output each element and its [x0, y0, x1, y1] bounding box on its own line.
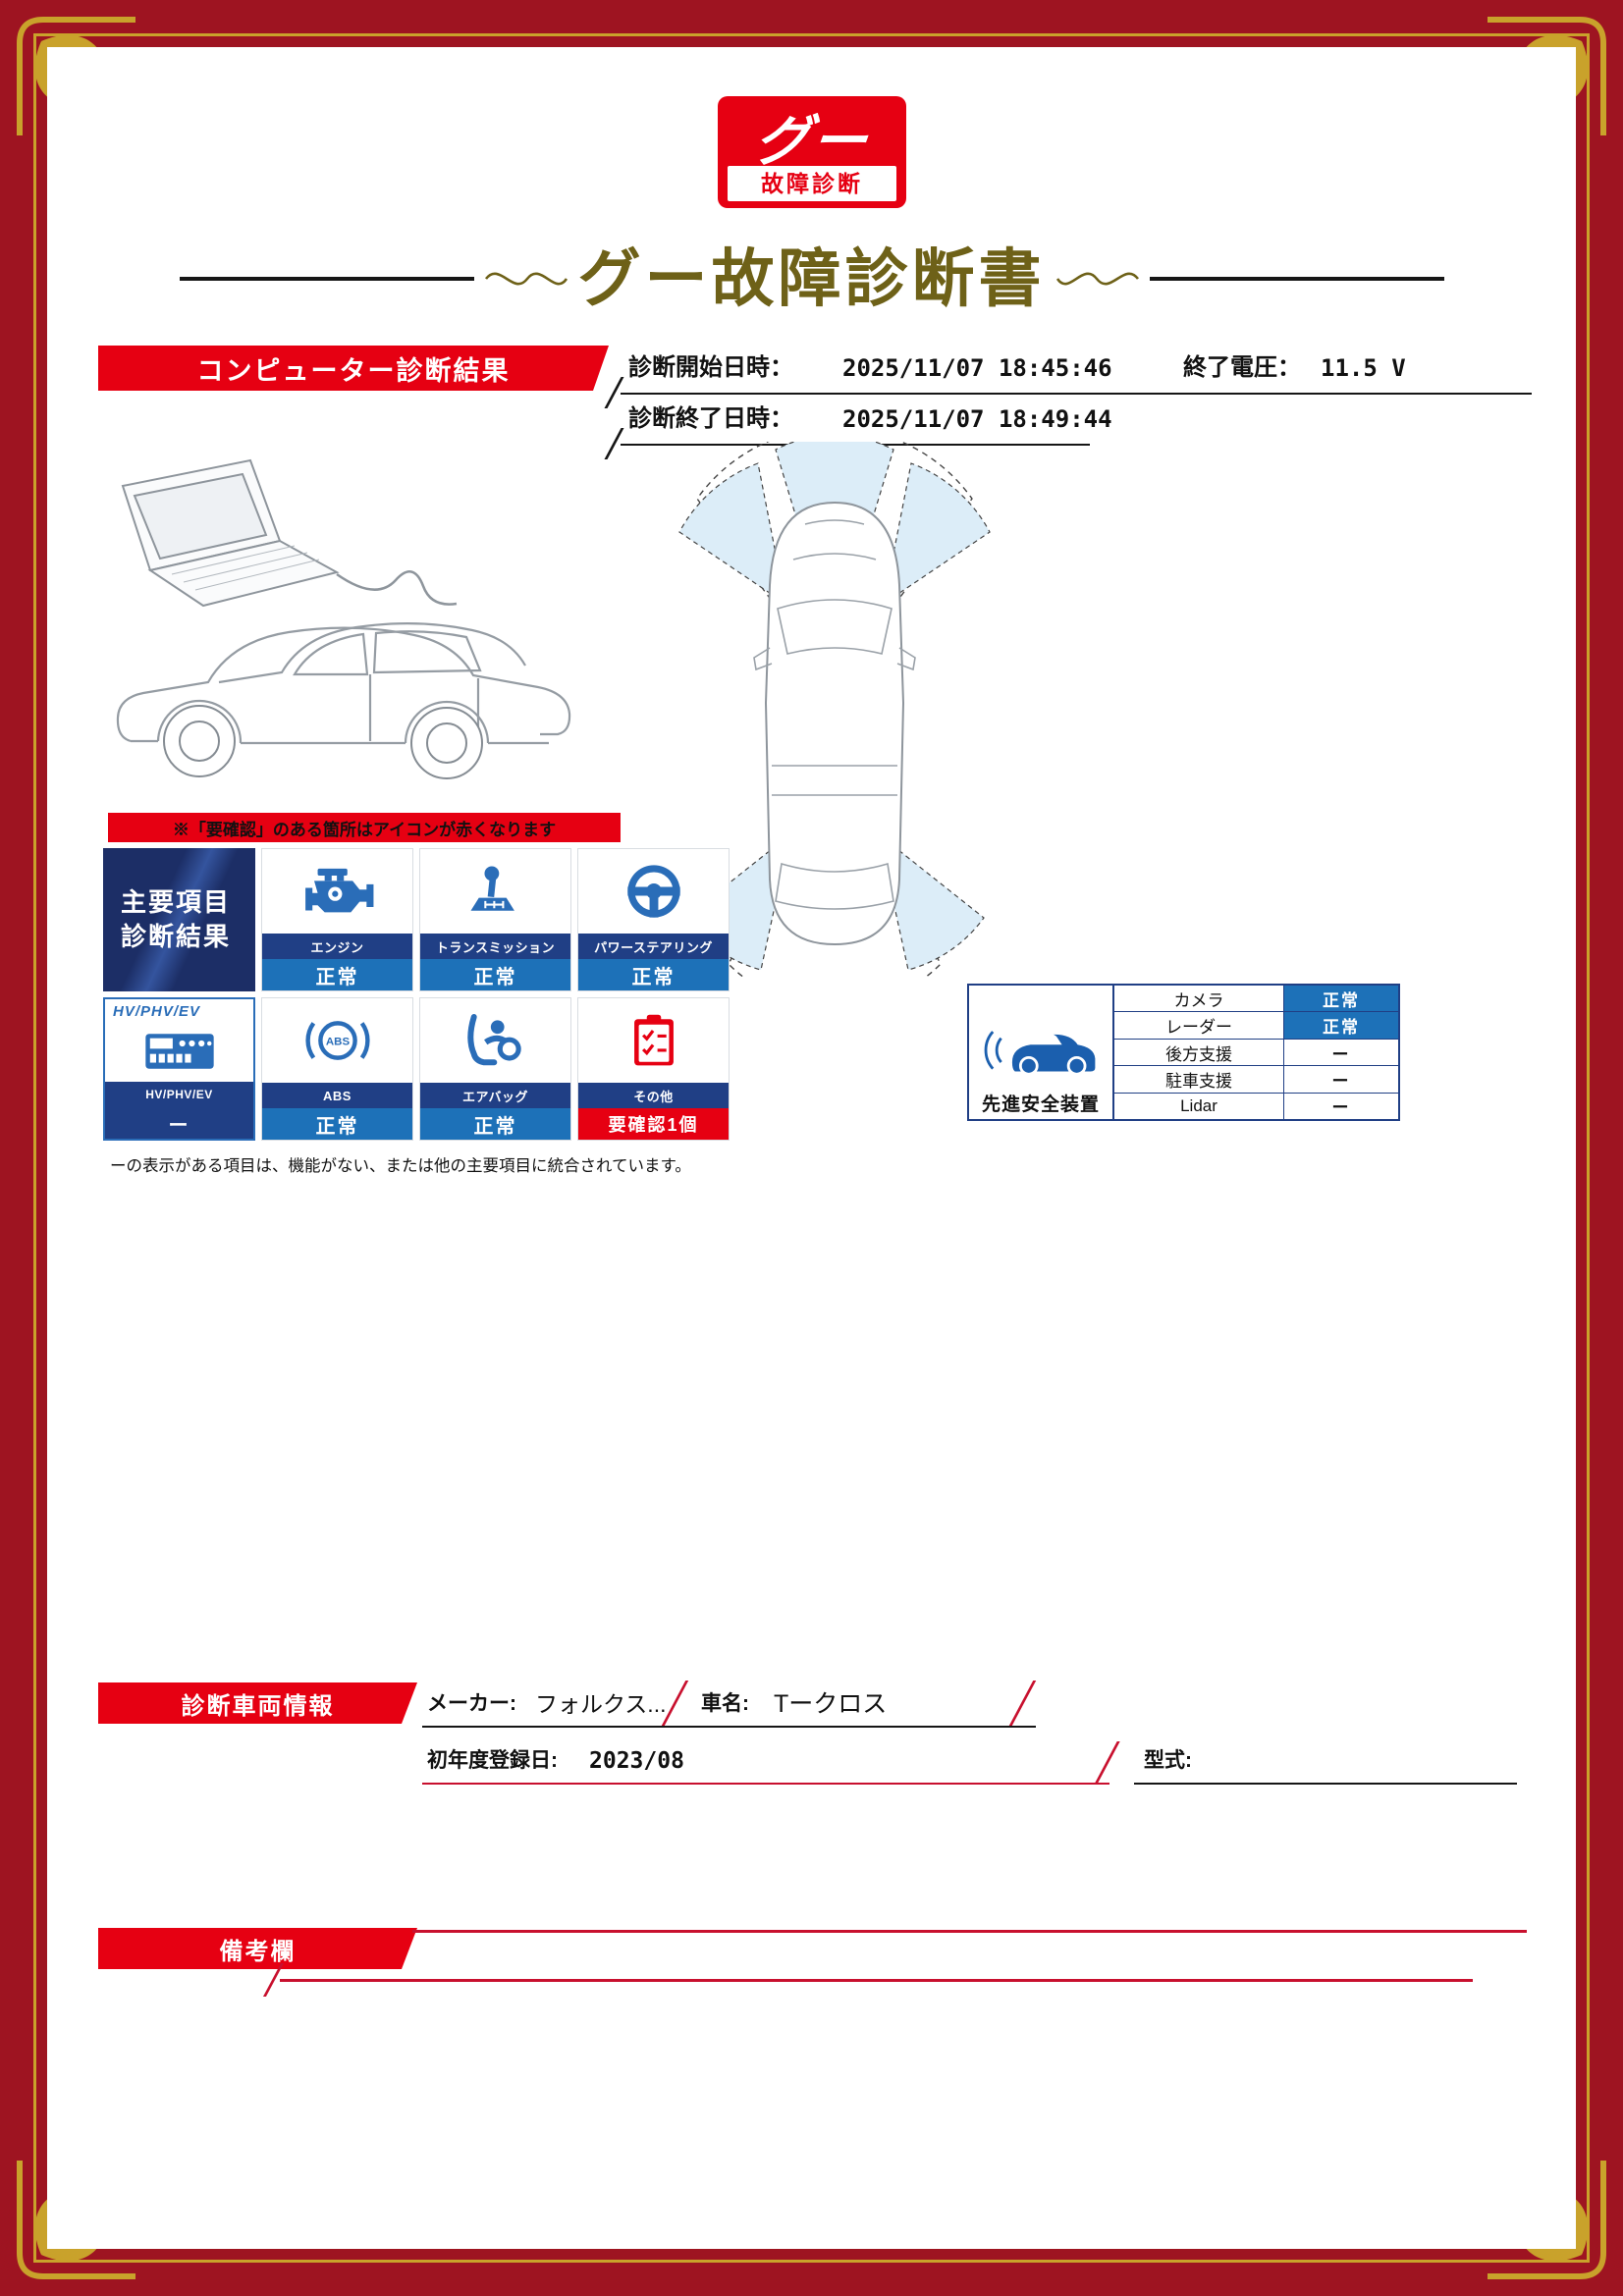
gold-frame-line [33, 33, 1590, 2263]
svg-text:ABS: ABS [325, 1036, 350, 1047]
voltage-value: 11.5 V [1321, 354, 1406, 382]
title-rule-right [1149, 277, 1444, 281]
diagnosis-item-status: 正常 [578, 959, 729, 990]
main-grid-header: 主要項目 診断結果 [103, 848, 255, 991]
diagnosis-item-label: ABS [262, 1083, 412, 1108]
safety-device-status: ー [1284, 1093, 1398, 1120]
safety-device-name: レーダー [1114, 1012, 1284, 1039]
hv-battery-icon [105, 1020, 253, 1082]
page-title: グー故障診断書 [577, 243, 1046, 314]
engine-icon [262, 849, 412, 934]
diagnosis-cell-airbag: エアバッグ 正常 [419, 997, 571, 1141]
diagnosis-item-label: その他 [578, 1083, 729, 1108]
title-flourish-icon [1055, 272, 1139, 286]
end-datetime-label: 診断終了日時： [628, 405, 793, 432]
alert-note-strip: ※「要確認」のある箇所はアイコンが赤くなります [108, 813, 621, 842]
goo-logo-text: グー [751, 110, 872, 172]
model-code-label: 型式: [1144, 1749, 1192, 1772]
goo-logo-subtitle: 故障診断 [728, 166, 896, 201]
diagnosis-cell-transmission: トランスミッション 正常 [419, 848, 571, 991]
diagnosis-cell-engine: エンジン 正常 [261, 848, 413, 991]
report-body [47, 47, 1576, 2249]
diagnosis-cell-hv: HV/PHV/EV HV/PHV/EV ー [103, 997, 255, 1141]
car-name-label: 車名: [701, 1692, 749, 1715]
safety-device-status: 正常 [1284, 1012, 1398, 1039]
diagnosis-item-status: 正常 [420, 959, 570, 990]
diagnosis-cell-abs: ABS ABS 正常 [261, 997, 413, 1141]
safety-device-name: 駐車支援 [1114, 1066, 1284, 1093]
safety-icon-cell: 先進安全装置 [967, 984, 1114, 1121]
title-rule-left [179, 277, 474, 281]
steering-wheel-icon [578, 849, 729, 934]
voltage-label: 終了電圧： [1183, 354, 1301, 381]
remarks-rule-2 [280, 1979, 1473, 1982]
safety-device-name: カメラ [1114, 986, 1284, 1012]
diagnosis-rule-1 [621, 393, 1532, 395]
safety-device-name: 後方支援 [1114, 1039, 1284, 1066]
first-registration-label: 初年度登録日: [427, 1749, 558, 1772]
diagnosis-item-status: 要確認1個 [578, 1108, 729, 1140]
start-datetime-value: 2025/11/07 18:45:46 [842, 354, 1112, 382]
safety-device-name: Lidar [1114, 1093, 1284, 1120]
laptop-car-illustration [116, 458, 571, 779]
airbag-icon [420, 998, 570, 1083]
goo-logo: グー 故障診断 [718, 96, 906, 208]
safety-device-status: 正常 [1284, 986, 1398, 1012]
hv-top-label: HV/PHV/EV [113, 1003, 201, 1020]
car-name-value: Tークロス [774, 1690, 888, 1718]
vehicle-rule-3 [1134, 1783, 1517, 1785]
table-row: レーダー 正常 [1114, 1012, 1398, 1040]
table-row: Lidar ー [1114, 1093, 1398, 1120]
remarks-rule-1 [412, 1930, 1527, 1933]
title-flourish-icon [484, 272, 568, 286]
diagnosis-item-label: エンジン [262, 934, 412, 959]
safety-label: 先進安全装置 [981, 1095, 1100, 1115]
safety-table: カメラ 正常 レーダー 正常 後方支援 ー 駐車支援 ー Lidar ー [1114, 984, 1400, 1121]
diagnosis-item-label: パワーステアリング [578, 934, 729, 959]
diagnosis-cell-other: その他 要確認1個 [577, 997, 730, 1141]
diagnosis-item-status: 正常 [420, 1108, 570, 1140]
safety-device-status: ー [1284, 1066, 1398, 1093]
car-sensor-icon [981, 1012, 1101, 1090]
diagnosis-item-label: トランスミッション [420, 934, 570, 959]
computer-diagnosis-banner: コンピューター診断結果 [98, 346, 609, 391]
title-row: グー故障診断書 [0, 247, 1623, 310]
grid-footnote: ーの表示がある項目は、機能がない、または他の主要項目に統合されています。 [110, 1157, 691, 1175]
end-datetime-value: 2025/11/07 18:49:44 [842, 405, 1112, 433]
diagnosis-cell-power-steering: パワーステアリング 正常 [577, 848, 730, 991]
vehicle-rule-2 [422, 1783, 1109, 1785]
table-row: カメラ 正常 [1114, 986, 1398, 1013]
transmission-icon [420, 849, 570, 934]
first-registration-value: 2023/08 [589, 1748, 684, 1774]
alert-note-text: ※「要確認」のある箇所はアイコンが赤くなります [172, 820, 557, 839]
main-grid-header-text: 主要項目 診断結果 [121, 886, 232, 951]
diagnosis-item-status: ー [105, 1107, 253, 1139]
start-datetime-label: 診断開始日時： [628, 354, 793, 381]
advanced-safety-block: 先進安全装置 カメラ 正常 レーダー 正常 後方支援 ー 駐車支援 ー Lida… [967, 984, 1400, 1121]
remarks-banner: 備考欄 [98, 1928, 417, 1969]
car-top-view-sensors-illustration [678, 442, 991, 977]
diagnosis-item-label: HV/PHV/EV [105, 1082, 253, 1107]
maker-label: メーカー: [427, 1692, 516, 1715]
diagnosis-item-label: エアバッグ [420, 1083, 570, 1108]
abs-icon: ABS [262, 998, 412, 1083]
diagnosis-item-status: 正常 [262, 959, 412, 990]
maker-value: フォルクス... [535, 1691, 667, 1717]
table-row: 駐車支援 ー [1114, 1066, 1398, 1094]
table-row: 後方支援 ー [1114, 1039, 1398, 1067]
clipboard-check-icon [578, 998, 729, 1083]
vehicle-info-banner: 診断車両情報 [98, 1682, 417, 1724]
vehicle-rule-1 [422, 1726, 1036, 1728]
safety-device-status: ー [1284, 1039, 1398, 1066]
diagnosis-item-status: 正常 [262, 1108, 412, 1140]
